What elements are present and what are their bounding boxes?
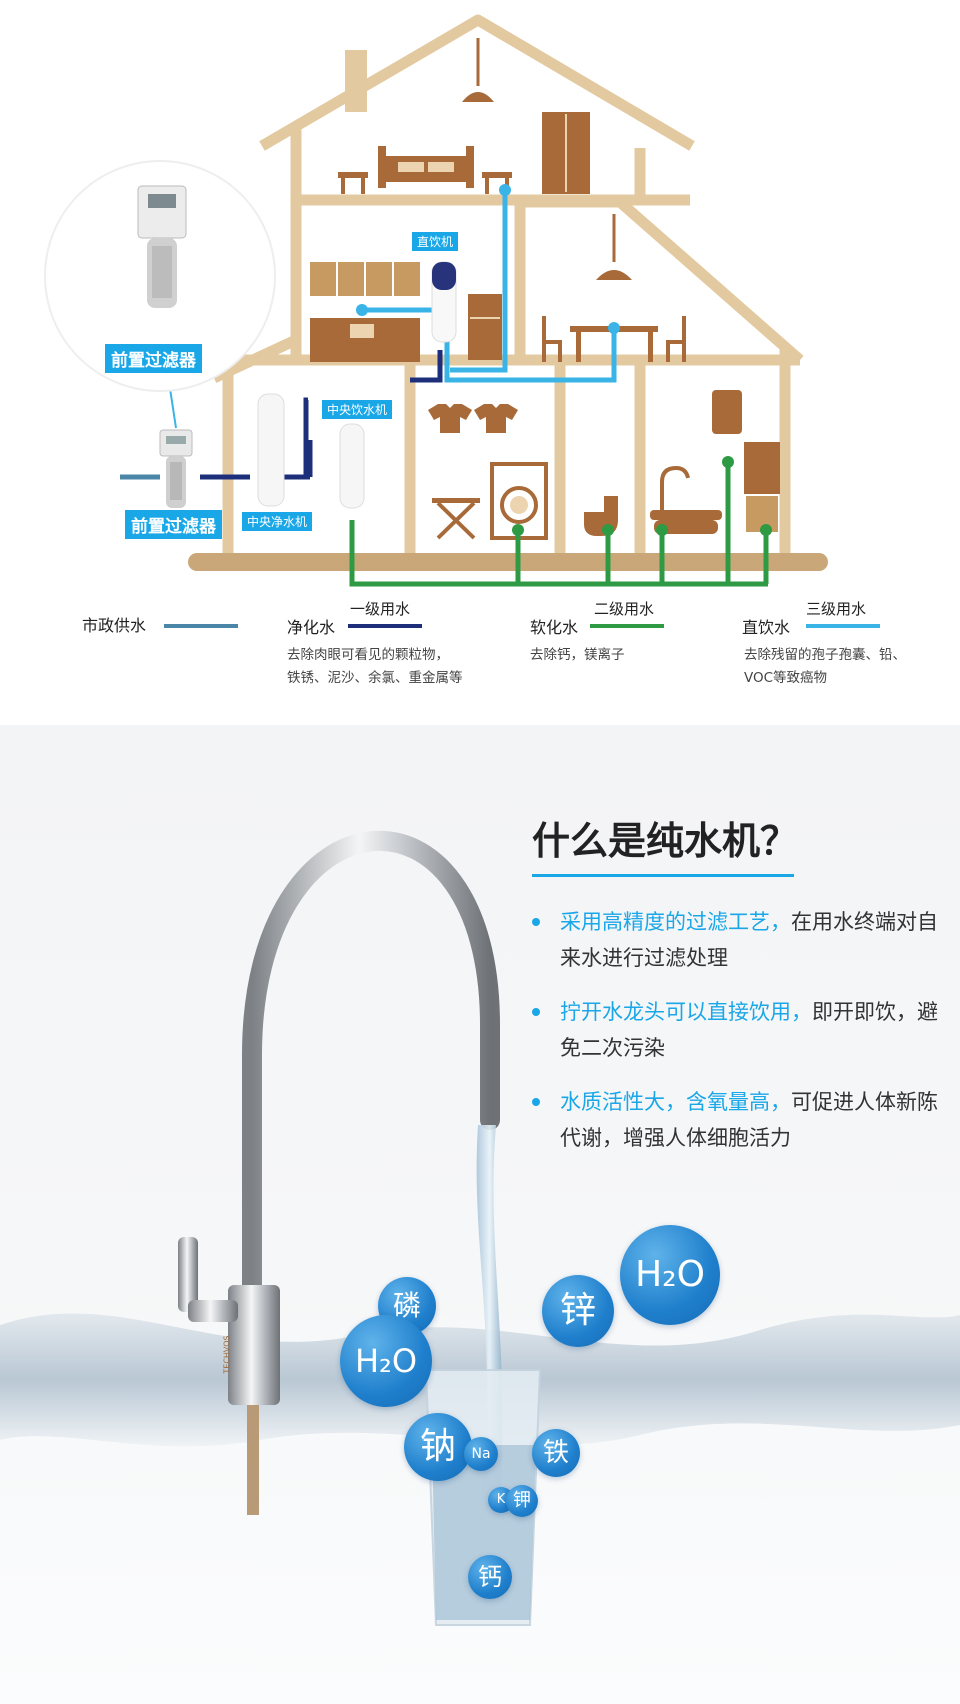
pre-filter-zoom-unit: [137, 185, 187, 308]
bubble-zinc: 锌: [542, 1275, 614, 1347]
bubble-potassium: 钾: [506, 1485, 538, 1517]
bullet-highlight: 水质活性大，含氧量高，: [560, 1090, 791, 1114]
pre-filter-unit: [159, 429, 193, 508]
bullet-item: 采用高精度的过滤工艺，在用水终端对自来水进行过滤处理: [532, 904, 938, 984]
bullet-highlight: 采用高精度的过滤工艺，: [560, 910, 791, 934]
legend-level2-swatch: [590, 624, 664, 628]
kitchen-furniture: [310, 262, 502, 362]
faucet-shank: [247, 1405, 259, 1515]
legend-purified-label: 净化水: [287, 618, 336, 637]
laundry-furniture: [428, 404, 548, 540]
legend-direct-label: 直饮水: [742, 618, 791, 637]
legend-direct-desc: 去除残留的孢子孢囊、铅、VOC等致癌物: [744, 647, 906, 686]
faucet-spout: [242, 830, 500, 1325]
water-system-diagram: 直饮机 中央饮水机 中央净水机 前置过滤器 前置过滤器 市政供水 净化水 一级用…: [0, 0, 960, 700]
faucet-body: [228, 1285, 280, 1405]
bullet-highlight: 拧开水龙头可以直接饮用，: [560, 1000, 812, 1024]
bubble-calcium: 钙: [468, 1555, 512, 1599]
bullet-dot: [532, 1008, 540, 1016]
bubble-h2o-left: H₂O: [340, 1315, 432, 1407]
bullet-dot: [532, 918, 540, 926]
bubble-h2o-right: H₂O: [620, 1225, 720, 1325]
legend-level2-label: 二级用水: [594, 600, 655, 618]
legend-level1-swatch: [348, 624, 422, 628]
central-drinking-machine-unit: [339, 423, 365, 509]
attic-furniture: [338, 38, 590, 194]
faucet-lever: [178, 1237, 198, 1312]
chimney: [345, 50, 367, 112]
section-title: 什么是纯水机？: [532, 819, 799, 863]
legend-municipal-swatch: [164, 624, 238, 628]
bullet-dot: [532, 1098, 540, 1106]
level1-pipe: [200, 350, 443, 480]
bullet-item: 拧开水龙头可以直接饮用，即开即饮，避免二次污染: [532, 994, 938, 1074]
house-illustration: [44, 14, 828, 587]
bubble-sodium: 钠: [404, 1413, 472, 1481]
title-underline: [532, 874, 794, 877]
level2-pipe: [349, 462, 769, 587]
bullet-text: 即开即饮，避免二次污染: [560, 1000, 938, 1060]
legend-softened-label: 软化水: [530, 618, 579, 637]
bubble-sodium-symbol: Na: [464, 1437, 498, 1471]
central-purifier-label: 中央净水机: [242, 512, 313, 531]
intro-section: TECHVOS 磷 H₂O 锌 H₂O 钠 Na 铁 K 钾 钙: [0, 725, 960, 1704]
direct-drinking-machine-unit: [431, 261, 457, 343]
direct-drinking-machine-label: 直饮机: [412, 232, 459, 251]
central-purifier-unit: [257, 393, 285, 507]
legend-level3-label: 三级用水: [806, 600, 867, 618]
legend-municipal-label: 市政供水: [82, 616, 147, 635]
legend-level1-label: 一级用水: [350, 600, 411, 618]
central-drinking-machine-label: 中央饮水机: [322, 400, 393, 419]
pre-filter-zoom-label: 前置过滤器: [105, 344, 202, 373]
legend-level3-swatch: [806, 624, 880, 628]
bullet-text: 可促进人体新陈代谢，增强人体细胞活力: [560, 1090, 938, 1150]
legend-softened-desc: 去除钙，镁离子: [530, 647, 625, 663]
pre-filter-label: 前置过滤器: [125, 510, 222, 539]
house-foundation: [188, 553, 828, 571]
bullet-item: 水质活性大，含氧量高，可促进人体新陈代谢，增强人体细胞活力: [532, 1084, 938, 1164]
legend-purified-desc: 去除肉眼可看见的颗粒物，铁锈、泥沙、余氯、重金属等: [287, 647, 463, 686]
house-frame: [211, 14, 804, 560]
bathroom-furniture: [584, 390, 780, 536]
bubble-iron: 铁: [532, 1429, 580, 1477]
faucet-brand-mark: TECHVOS: [222, 1335, 232, 1374]
bullet-text: 在用水终端对自来水进行过滤处理: [560, 910, 938, 970]
